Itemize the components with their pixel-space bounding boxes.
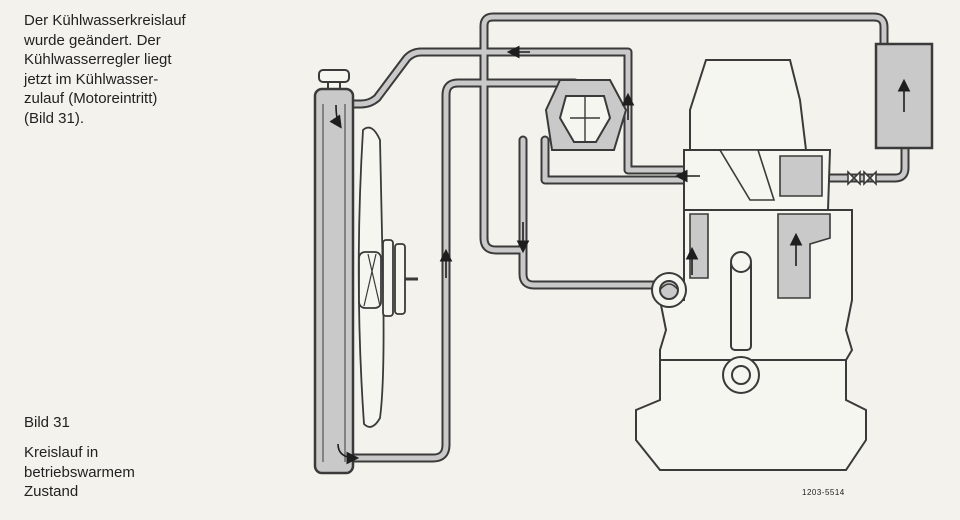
description-line: wurde geändert. Der	[24, 31, 161, 49]
pulley	[382, 239, 394, 317]
figure-label: Bild 31	[24, 414, 70, 431]
flow-arrow	[337, 443, 360, 465]
figure-caption-line: Zustand	[24, 483, 79, 500]
radiator	[313, 69, 360, 475]
heater-core	[874, 42, 934, 150]
intake-manifold	[718, 149, 776, 201]
radiator-core	[313, 87, 355, 475]
description-line: (Bild 31).	[24, 109, 85, 127]
fan-assembly	[357, 126, 418, 428]
head-water-passage	[779, 155, 823, 197]
connecting-rod	[730, 259, 752, 351]
heater-valve	[847, 170, 877, 186]
oil-pan	[635, 359, 867, 471]
description-line: zulauf (Motoreintritt)	[24, 90, 158, 107]
reference-code: 1203-5514	[802, 488, 845, 497]
pulley	[394, 243, 406, 315]
figure-caption: Kreislauf in betriebswarmem Zustand	[24, 443, 224, 502]
water-pump	[651, 272, 687, 308]
figure-caption-line: betriebswarmem	[24, 463, 135, 481]
flow-arrows	[439, 45, 803, 278]
description-text: Der Kühlwasserkreislauf wurde geändert. …	[24, 11, 244, 128]
radiator-cap	[318, 69, 350, 83]
description-line: Der Kühlwasserkreislauf	[24, 12, 186, 29]
figure-caption-line: Kreislauf in	[24, 444, 99, 461]
description-line: jetzt im Kühlwasser-	[24, 70, 159, 88]
engine-block	[635, 59, 867, 471]
description-line: Kühlwasserregler liegt	[24, 51, 172, 68]
thermostat-housing	[544, 79, 628, 151]
flow-arrow	[329, 104, 342, 129]
cylinder-head-cover	[689, 59, 808, 151]
